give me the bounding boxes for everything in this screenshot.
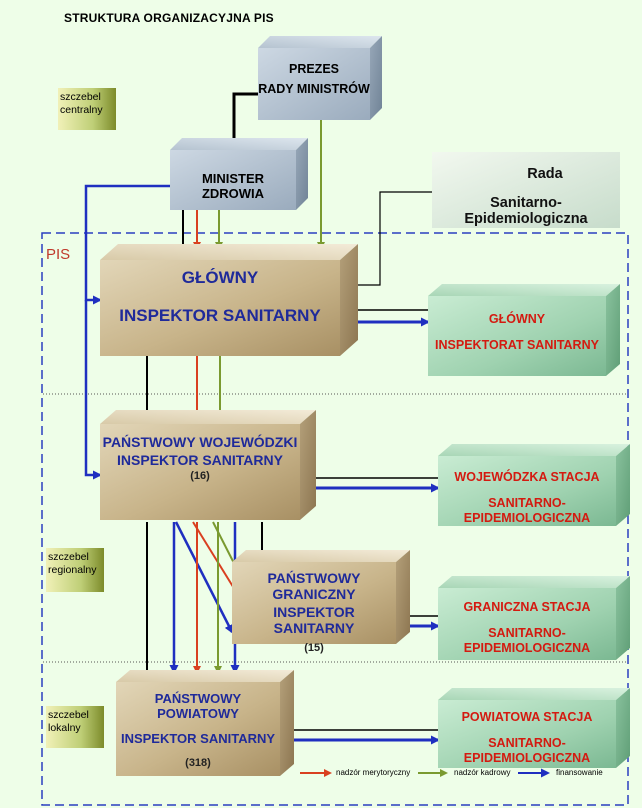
box-rada — [432, 152, 620, 228]
level-regional-line1: szczebel — [48, 551, 89, 563]
node-pwis-count: (16) — [190, 470, 210, 483]
box-ppis — [116, 670, 294, 776]
node-prezes: PREZES RADY MINISTRÓW — [258, 62, 370, 97]
node-pwis-line2: INSPEKTOR SANITARNY — [117, 452, 283, 469]
box-pwis — [100, 410, 316, 520]
node-minister: MINISTER ZDROWIA — [170, 171, 296, 202]
node-wsse-line2: SANITARNO-EPIDEMIOLOGICZNA — [463, 496, 591, 525]
node-rada-line2: Sanitarno-Epidemiologiczna — [464, 194, 588, 228]
box-minister — [170, 138, 308, 210]
pis-label: PIS — [46, 246, 71, 263]
level-regional-line2: regionalny — [48, 564, 97, 577]
box-psse — [438, 688, 630, 768]
node-psse-line2: SANITARNO-EPIDEMIOLOGICZNA — [463, 736, 591, 765]
node-gis-line2: INSPEKTOR SANITARNY — [119, 305, 321, 325]
node-prezes-line2: RADY MINISTRÓW — [258, 82, 370, 97]
node-gis-inspektorat: GŁÓWNY INSPEKTORAT SANITARNY — [428, 312, 606, 353]
node-gis-inspektorat-line1: GŁÓWNY — [488, 312, 546, 326]
node-ppis-line2: INSPEKTOR SANITARNY — [120, 730, 276, 746]
box-pgis — [232, 550, 410, 644]
node-wsse: WOJEWÓDZKA STACJA SANITARNO-EPIDEMIOLOGI… — [438, 470, 616, 525]
node-minister-line1: MINISTER ZDROWIA — [201, 171, 265, 201]
level-local-line1: szczebel — [48, 709, 89, 721]
node-gsse-line2: SANITARNO-EPIDEMIOLOGICZNA — [463, 626, 591, 655]
node-gis-line1: GŁÓWNY — [181, 268, 259, 287]
node-psse-line1: POWIATOWA STACJA — [461, 710, 593, 724]
finance-minister-pwis — [84, 300, 102, 480]
box-prezes — [258, 36, 382, 120]
link-prezes-minister — [232, 92, 258, 140]
node-pgis-line1: PAŃSTWOWY GRANICZNY — [267, 570, 361, 603]
node-gsse: GRANICZNA STACJA SANITARNO-EPIDEMIOLOGIC… — [438, 600, 616, 655]
legend-finance-label: finansowanie — [556, 768, 603, 777]
box-gis-inspektorat — [428, 284, 620, 376]
box-wsse — [438, 444, 630, 526]
pis-frame — [41, 232, 629, 806]
node-gis: GŁÓWNY INSPEKTOR SANITARNY — [100, 268, 340, 325]
node-ppis-line1: PAŃSTWOWY POWIATOWY — [154, 691, 242, 721]
connectors — [84, 92, 550, 778]
legend-merit-label: nadzór merytoryczny — [336, 768, 411, 777]
node-psse: POWIATOWA STACJA SANITARNO-EPIDEMIOLOGIC… — [438, 710, 616, 765]
level-regional: szczebel regionalny — [46, 548, 104, 592]
box-gsse — [438, 576, 630, 660]
node-wsse-line1: WOJEWÓDZKA STACJA — [454, 470, 600, 484]
node-pgis: PAŃSTWOWY GRANICZNY INSPEKTOR SANITARNY … — [232, 570, 396, 655]
node-pgis-count: (15) — [304, 642, 324, 655]
link-gis-rada — [340, 191, 432, 286]
node-rada-line1: Rada — [527, 166, 563, 182]
node-pwis: PAŃSTWOWY WOJEWÓDZKI INSPEKTOR SANITARNY… — [100, 434, 300, 483]
finance-minister-left — [84, 184, 172, 305]
box-gis — [100, 244, 358, 356]
level-central-line2: centralny — [60, 104, 103, 117]
page-title: STRUKTURA ORGANIZACYJNA PIS — [64, 11, 274, 25]
legend-staff-label: nadzór kadrowy — [454, 768, 511, 777]
level-central-line1: szczebel — [60, 91, 101, 103]
node-prezes-line1: PREZES — [288, 62, 339, 76]
level-central: szczebel centralny — [58, 88, 116, 130]
level-local: szczebel lokalny — [46, 706, 104, 748]
node-ppis: PAŃSTWOWY POWIATOWY INSPEKTOR SANITARNY … — [116, 691, 280, 769]
node-pgis-line2: INSPEKTOR SANITARNY — [273, 604, 355, 637]
node-ppis-count: (318) — [185, 756, 211, 769]
node-pwis-line1: PAŃSTWOWY WOJEWÓDZKI — [102, 434, 298, 450]
finance-pwis-pgis — [174, 521, 234, 634]
node-gis-inspektorat-line2: INSPEKTORAT SANITARNY — [435, 338, 599, 353]
node-gsse-line1: GRANICZNA STACJA — [463, 600, 591, 614]
node-rada: Rada Sanitarno-Epidemiologiczna — [432, 166, 620, 228]
level-local-line2: lokalny — [48, 722, 81, 735]
